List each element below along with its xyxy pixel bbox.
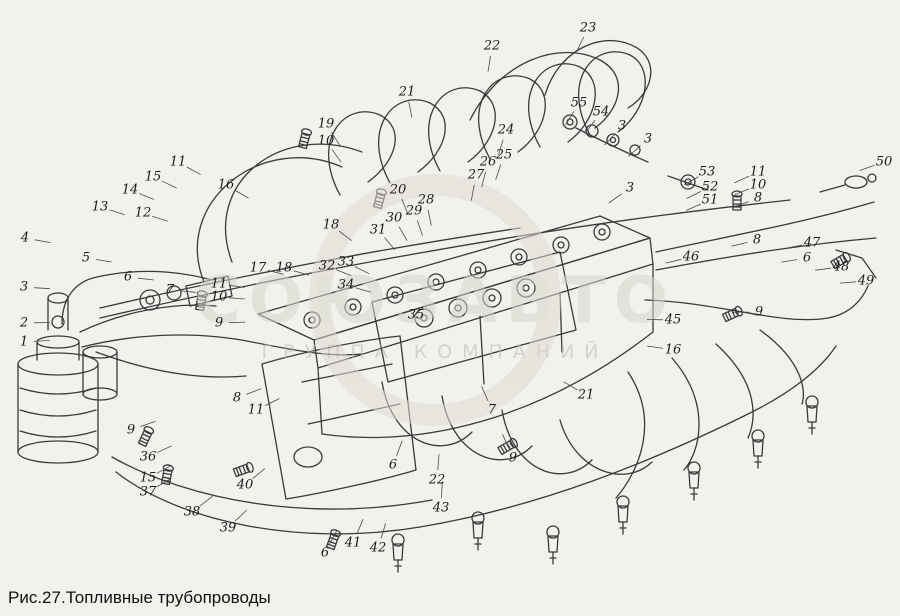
watermark-subtitle: ГРУППА КОМПАНИЙ [261,340,608,363]
watermark: СОЮЗАВТО ГРУППА КОМПАНИЙ [194,174,676,426]
fuel-pipes-top [196,40,709,283]
watermark-ring [309,174,561,426]
watermark-title: СОЮЗАВТО [194,264,676,338]
figure-caption: Рис.27.Топливные трубопроводы [8,588,271,607]
fuel-filter [17,292,118,464]
